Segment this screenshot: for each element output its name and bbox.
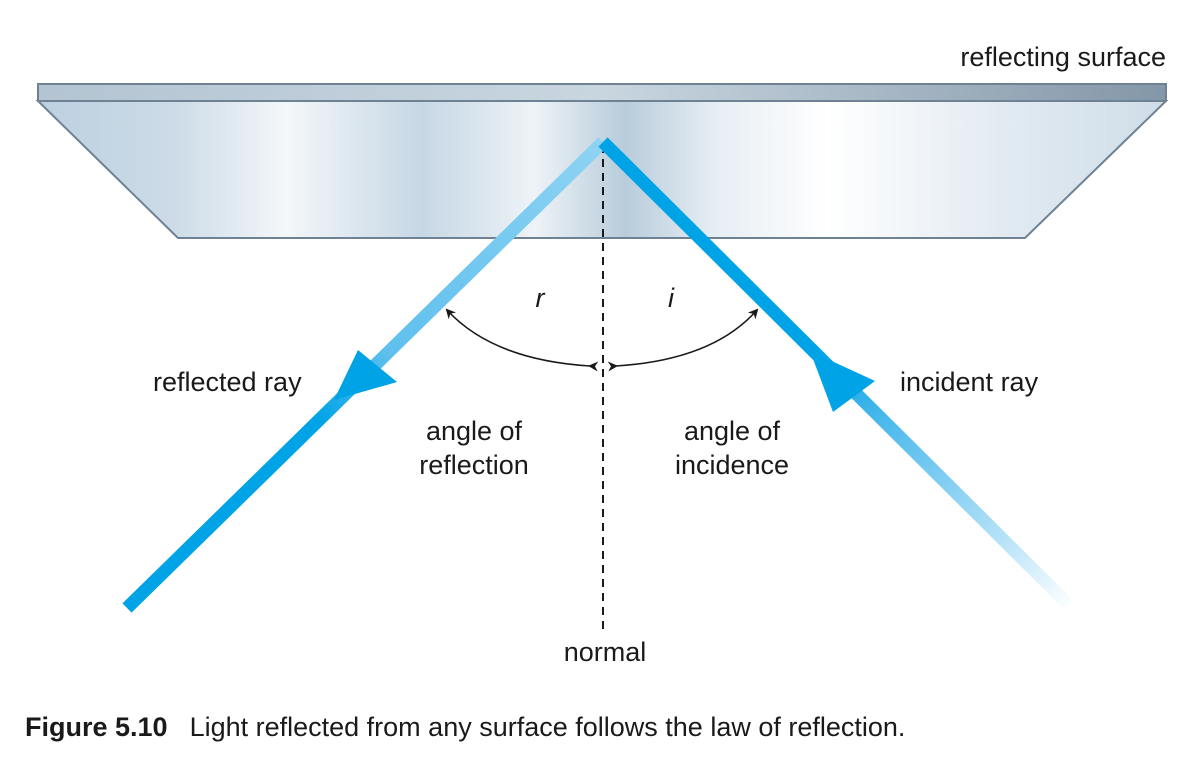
- reflecting-surface-label: reflecting surface: [960, 42, 1166, 72]
- angle-of-reflection-label-line2: reflection: [419, 450, 529, 480]
- reflected-ray-label: reflected ray: [153, 367, 302, 397]
- incident-ray-arrowhead: [810, 351, 875, 412]
- angle-of-incidence-label-line2: incidence: [675, 450, 789, 480]
- angle-r-arc: [445, 308, 599, 372]
- angle-i-label: i: [668, 283, 675, 313]
- caption-text: Light reflected from any surface follows…: [189, 712, 906, 742]
- figure-number: Figure 5.10: [25, 712, 168, 742]
- reflected-ray-arrowhead: [334, 350, 397, 400]
- angle-of-incidence-label-line1: angle of: [684, 416, 781, 446]
- incident-ray-label: incident ray: [900, 367, 1039, 397]
- angle-r-label: r: [536, 283, 546, 313]
- figure-caption: Figure 5.10 Light reflected from any surf…: [25, 712, 905, 743]
- angle-i-arc: [607, 308, 759, 372]
- reflecting-surface: [35, 83, 1169, 239]
- normal-label: normal: [564, 637, 647, 667]
- angle-of-reflection-label-line1: angle of: [426, 416, 523, 446]
